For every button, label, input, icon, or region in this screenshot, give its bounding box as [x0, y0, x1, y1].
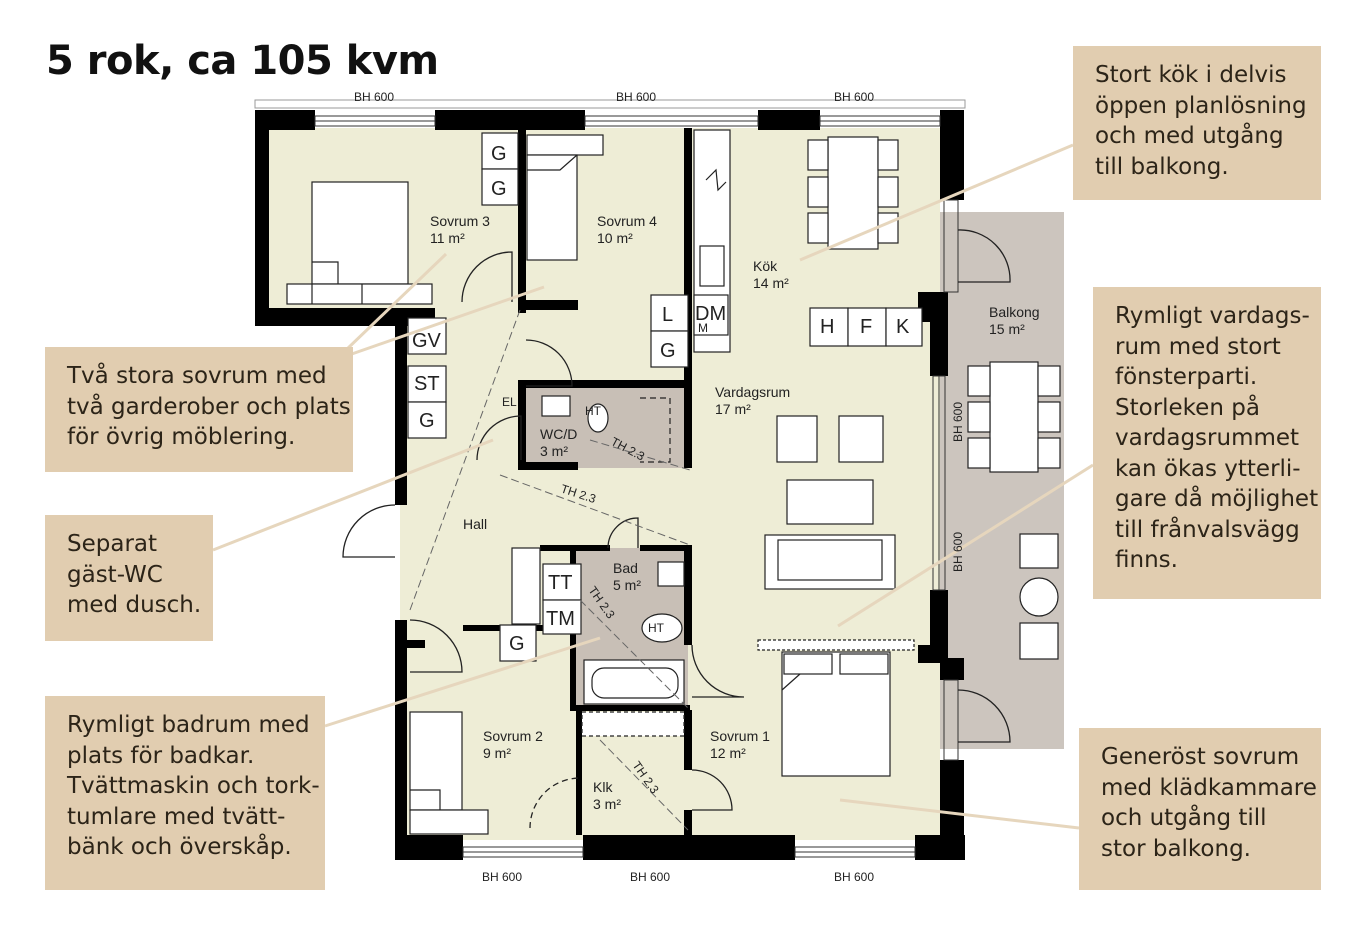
callout-kitchen: Stort kök i delvis öppen planlösning och…	[1073, 46, 1321, 200]
callout-line: Rymligt badrum med	[67, 712, 310, 738]
room-label-sovrum3: Sovrum 3	[430, 213, 490, 229]
room-area-sovrum3: 11 m²	[430, 230, 465, 246]
room-label-sovrum2: Sovrum 2	[483, 728, 543, 744]
callout-line: och med utgång	[1095, 123, 1284, 149]
callout-line: plats för badkar.	[67, 742, 255, 769]
fixture-m: M	[698, 321, 708, 335]
fixture-l: L	[662, 304, 673, 326]
callout-line: fönsterparti.	[1115, 364, 1258, 390]
callout-line: med dusch.	[67, 592, 202, 618]
callout-line: Rymligt vardags-	[1115, 303, 1310, 329]
page-title: 5 rok, ca 105 kvm	[46, 38, 439, 84]
room-label-hall: Hall	[463, 516, 487, 532]
window-label: BH 600	[482, 870, 522, 884]
callout-line: Storleken på	[1115, 394, 1260, 421]
fixture-g: G	[660, 340, 676, 362]
room-area-kok: 14 m²	[753, 275, 789, 291]
callout-line: bänk och överskåp.	[67, 834, 292, 860]
callout-bedroom1: Generöst sovrum med klädkammare och utgå…	[1079, 728, 1321, 890]
room-area-vardagsrum: 17 m²	[715, 401, 751, 417]
furniture	[286, 129, 1061, 835]
window-label: BH 600	[951, 402, 965, 442]
callout-living-room: Rymligt vardags- rum med stort fönsterpa…	[1093, 287, 1321, 599]
callout-line: gare då möjlighet	[1115, 486, 1319, 512]
callout-line: gäst-WC	[67, 561, 163, 588]
callout-line: två garderober och plats	[67, 393, 351, 420]
room-label-bad: Bad	[613, 560, 638, 576]
fixture-el: EL	[502, 395, 517, 409]
room-area-sovrum2: 9 m²	[483, 745, 511, 761]
window-labels: BH 600 BH 600 BH 600 BH 600 BH 600 BH 60…	[354, 90, 965, 884]
fixture-g: G	[491, 143, 507, 165]
callout-guest-wc: Separat gäst-WC med dusch.	[45, 515, 213, 641]
callout-line: finns.	[1115, 547, 1178, 573]
callout-bathroom: Rymligt badrum med plats för badkar. Tvä…	[45, 696, 325, 890]
room-labels: Sovrum 3 11 m² Sovrum 4 10 m² Kök 14 m² …	[430, 213, 1040, 812]
fixture-tt: TT	[548, 572, 572, 594]
callout-line: med klädkammare	[1101, 774, 1317, 801]
callout-line: Generöst sovrum	[1101, 744, 1300, 770]
callout-line: öppen planlösning	[1095, 92, 1307, 119]
fixture-labels: G G L G DM M H F K GV ST G EL HT TT TM G…	[412, 143, 910, 655]
callout-line: Stort kök i delvis	[1095, 62, 1287, 88]
fixture-ht: HT	[585, 404, 602, 418]
ceiling-slope-lines	[409, 309, 691, 831]
callout-line: stor balkong.	[1101, 835, 1251, 862]
fixture-st: ST	[414, 373, 440, 395]
callout-line: till frånvalsvägg	[1115, 516, 1300, 543]
fixture-g: G	[491, 178, 507, 200]
callout-line: och utgång till	[1101, 805, 1267, 831]
room-area-sovrum1: 12 m²	[710, 745, 746, 761]
window-label: BH 600	[834, 90, 874, 104]
callout-line: rum med stort	[1115, 333, 1281, 360]
fixture-g: G	[419, 410, 435, 432]
callout-bedrooms: Två stora sovrum med två garderober och …	[45, 347, 353, 472]
fixture-g: G	[509, 633, 525, 655]
window-label: BH 600	[951, 532, 965, 572]
callout-line: tumlare med tvätt-	[67, 803, 286, 830]
fixture-ht: HT	[648, 621, 665, 635]
room-label-vardagsrum: Vardagsrum	[715, 384, 790, 400]
room-area-klk: 3 m²	[593, 796, 621, 812]
callout-line: för övrig möblering.	[67, 424, 296, 450]
room-area-bad: 5 m²	[613, 577, 641, 593]
windows	[254, 99, 966, 858]
room-label-klk: Klk	[593, 779, 613, 795]
room-area-balkong: 15 m²	[989, 321, 1025, 337]
callout-line: Tvättmaskin och tork-	[67, 773, 320, 799]
window-label: BH 600	[616, 90, 656, 104]
room-area-sovrum4: 10 m²	[597, 230, 633, 246]
fixture-f: F	[860, 316, 872, 338]
window-label: BH 600	[834, 870, 874, 884]
callout-line: till balkong.	[1095, 153, 1229, 180]
room-label-wcd: WC/D	[540, 426, 577, 442]
room-area-wcd: 3 m²	[540, 443, 568, 459]
window-label: BH 600	[354, 90, 394, 104]
doors	[342, 229, 1011, 829]
callout-line: vardagsrummet	[1115, 425, 1300, 451]
walls	[255, 110, 965, 860]
leader-lines	[212, 143, 1094, 830]
callout-line: Separat	[67, 531, 158, 557]
room-label-balkong: Balkong	[989, 304, 1040, 320]
room-label-sovrum1: Sovrum 1	[710, 728, 770, 744]
fixture-dm: DM	[695, 303, 726, 325]
room-label-kok: Kök	[753, 258, 778, 274]
callout-line: Två stora sovrum med	[67, 363, 327, 389]
fixture-gv: GV	[412, 330, 442, 352]
fixture-h: H	[820, 316, 834, 338]
window-label: BH 600	[630, 870, 670, 884]
fixture-tm: TM	[546, 608, 575, 630]
fixture-k: K	[896, 316, 910, 338]
callout-line: kan ökas ytterli-	[1115, 455, 1301, 482]
room-label-sovrum4: Sovrum 4	[597, 213, 657, 229]
